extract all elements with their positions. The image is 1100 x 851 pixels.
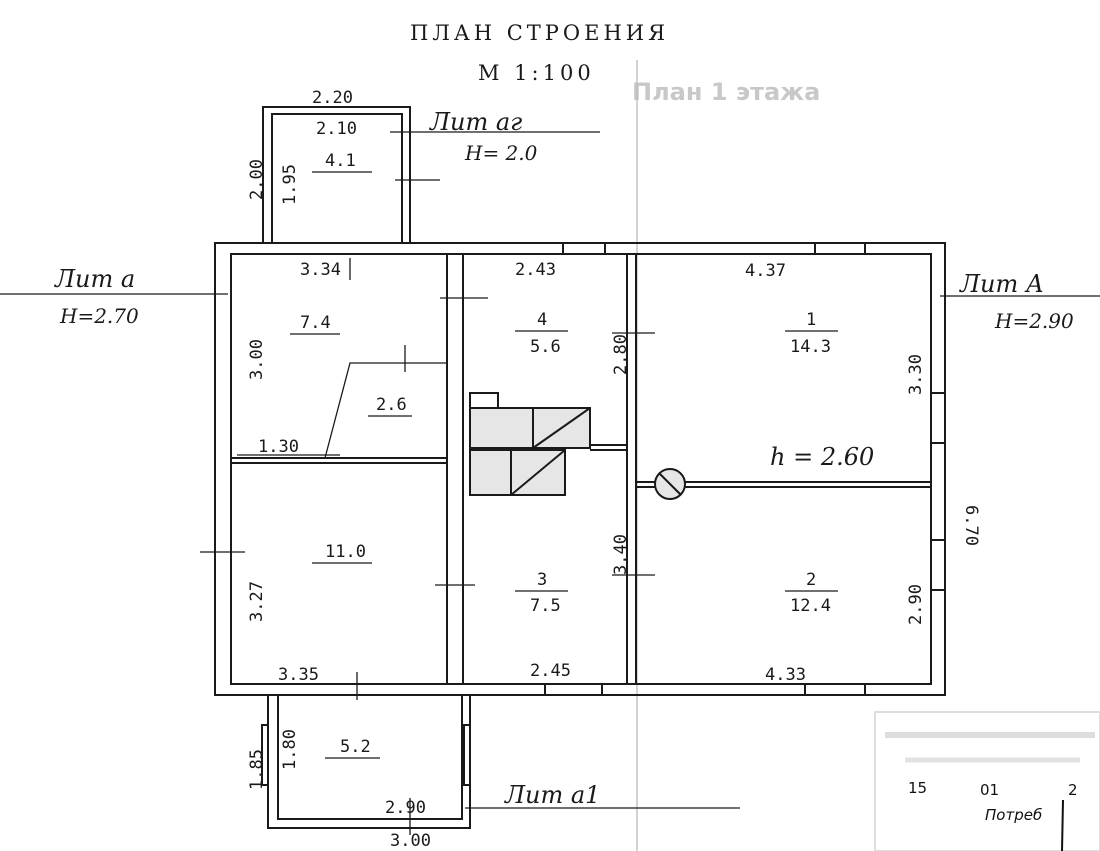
- dim: 3.35: [278, 665, 319, 685]
- dim: 2.43: [515, 260, 556, 280]
- dim: 3.34: [300, 260, 341, 280]
- walls: [0, 106, 1100, 835]
- room-number: 3: [537, 570, 547, 590]
- dim: 4.33: [765, 665, 806, 685]
- lit-ag-label: Лит аг: [429, 108, 522, 136]
- dim: 3.00: [390, 831, 431, 851]
- lit-ag-height: Н= 2.0: [464, 141, 538, 165]
- room-area: 4.1: [325, 151, 356, 171]
- dim: 1.80: [280, 729, 300, 770]
- room-area: 5.6: [530, 337, 561, 357]
- room-area: 2.6: [376, 395, 407, 415]
- plan-scale: М 1:100: [478, 61, 595, 85]
- dim: 3.30: [906, 354, 926, 395]
- lit-a-height: Н=2.70: [59, 304, 139, 328]
- registration-stamp: 15 01 2 Потреб: [874, 711, 1100, 851]
- lettering: Лит аг Н= 2.0 Лит а Н=2.70 Лит А Н=2.90 …: [54, 108, 1074, 809]
- dim: 2.80: [611, 334, 631, 375]
- dim: 2.00: [247, 159, 267, 200]
- signature: Потреб: [985, 806, 1042, 824]
- room-area: 5.2: [340, 737, 371, 757]
- dim: 1.85: [247, 749, 267, 790]
- lit-A-label: Лит А: [959, 270, 1044, 298]
- lit-a1-label: Лит а1: [504, 781, 600, 809]
- dim: 1.30: [258, 437, 299, 457]
- room-labels: 4.1 7.4 2.6 11.0 4 5.6 3 7.5 1 14.3 2 12…: [290, 151, 838, 759]
- stamp-month: 01: [980, 781, 999, 799]
- lit-a-label: Лит а: [54, 265, 135, 293]
- room-area: 12.4: [790, 596, 831, 616]
- dim: 2.10: [316, 119, 357, 139]
- dim: 2.20: [312, 88, 353, 108]
- dimension-labels: 2.20 2.10 2.00 1.95 3.34 3.00 1.30 3.27 …: [247, 88, 981, 851]
- stamp-year: 2: [1068, 781, 1078, 799]
- plan-title: ПЛАН СТРОЕНИЯ: [410, 21, 669, 45]
- dim: 3.00: [247, 339, 267, 380]
- faded-stamp-text: План 1 этажа: [632, 78, 820, 106]
- room-number: 1: [806, 310, 816, 330]
- lit-A-height: Н=2.90: [994, 309, 1074, 333]
- dim: 6.70: [961, 505, 981, 546]
- room-area: 11.0: [325, 542, 366, 562]
- room-area: 14.3: [790, 337, 831, 357]
- room-number: 2: [806, 570, 816, 590]
- dim: 3.40: [611, 534, 631, 575]
- dim: 4.37: [745, 261, 786, 281]
- dim: 2.90: [385, 798, 426, 818]
- dim: 1.95: [280, 164, 300, 205]
- room-number: 4: [537, 310, 547, 330]
- stamp-day: 15: [908, 779, 927, 797]
- room-area: 7.5: [530, 596, 561, 616]
- room-area: 7.4: [300, 313, 331, 333]
- dim: 2.90: [906, 584, 926, 625]
- dim: 3.27: [247, 581, 267, 622]
- ceiling-height: h = 2.60: [770, 443, 874, 471]
- dim: 2.45: [530, 661, 571, 681]
